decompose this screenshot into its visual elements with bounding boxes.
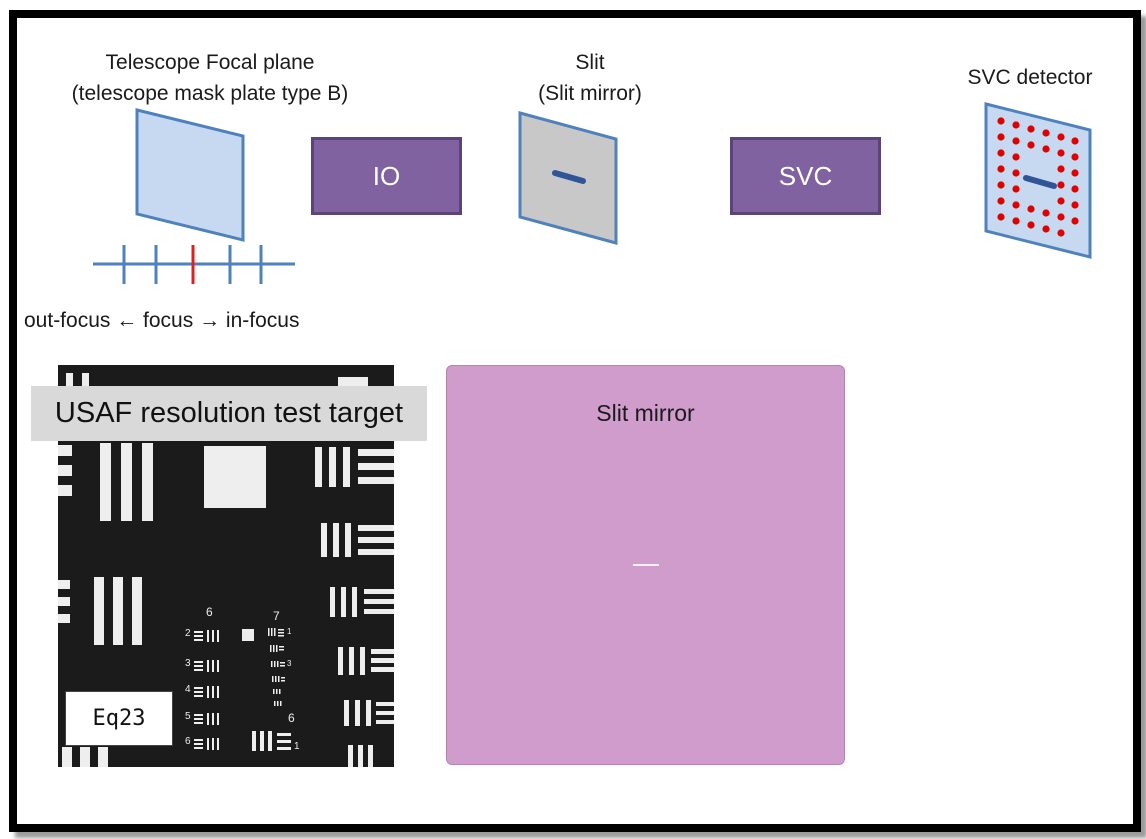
svc-detector-title: SVC detector <box>967 66 1093 89</box>
slit-title-line1: Slit <box>575 51 605 74</box>
eq-label-box: Eq23 <box>65 691 173 746</box>
telescope-title-line2: (telescope mask plate type B) <box>71 82 349 105</box>
slit-title-line2: (Slit mirror) <box>538 82 642 105</box>
svc-box: SVC <box>730 137 881 215</box>
usaf-element-number: 3 <box>185 658 191 669</box>
slit-mirror-image: Slit mirror <box>446 365 845 765</box>
usaf-group-right-number: 7 <box>273 609 280 623</box>
usaf-element-number: 6 <box>185 736 191 747</box>
focus-caption: out-focus ← focus → in-focus <box>24 309 300 332</box>
io-box: IO <box>311 137 462 215</box>
usaf-element-number: 4 <box>185 684 191 695</box>
usaf-element-number: 5 <box>185 711 191 722</box>
detector-slit-line <box>1023 175 1057 189</box>
usaf-group-left-number: 6 <box>206 605 213 619</box>
usaf-element-number: 2 <box>185 628 191 639</box>
usaf-element-number: 1 <box>287 627 292 636</box>
usaf-element-number: 3 <box>287 659 292 668</box>
usaf-group-small-number: 6 <box>288 711 295 725</box>
usaf-bar-pattern <box>58 373 394 767</box>
slit-mirror-title: Slit mirror <box>596 400 695 426</box>
telescope-title-line1: Telescope Focal plane <box>105 51 315 74</box>
usaf-element-number: 1 <box>294 741 300 752</box>
slit-line <box>552 170 586 184</box>
slit-mirror-slit <box>633 564 659 566</box>
usaf-title: USAF resolution test target <box>31 386 427 441</box>
